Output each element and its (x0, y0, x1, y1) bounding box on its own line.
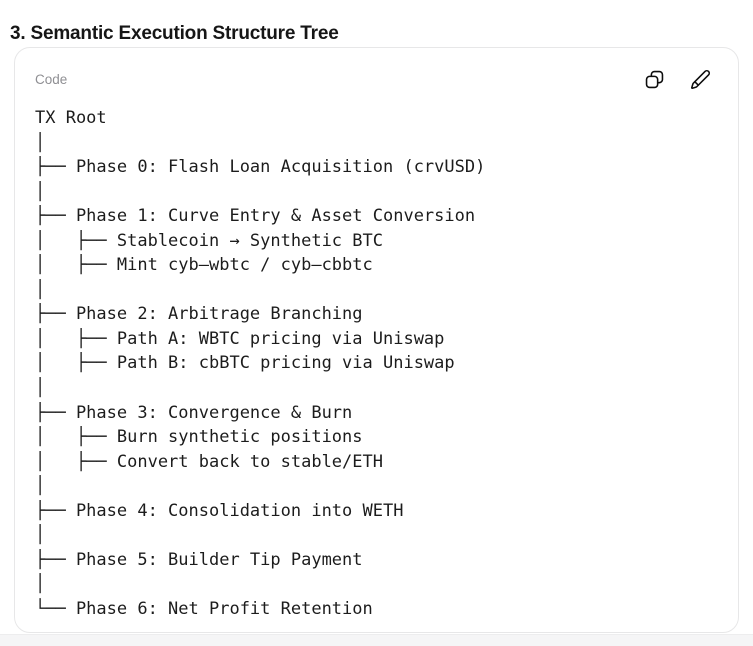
code-block-label: Code (35, 71, 68, 87)
copy-icon (645, 70, 664, 88)
bottom-section-edge (0, 634, 753, 646)
code-block-header: Code (15, 48, 738, 91)
code-block-actions (644, 69, 711, 90)
copy-button[interactable] (644, 69, 665, 90)
section-heading: 3. Semantic Execution Structure Tree (10, 23, 339, 44)
code-block-card: Code TX Root │ ├── Phase 0: Flash Loan A… (14, 47, 739, 633)
code-content: TX Root │ ├── Phase 0: Flash Loan Acquis… (35, 108, 486, 619)
pencil-icon (690, 69, 710, 89)
edit-button[interactable] (690, 69, 711, 90)
